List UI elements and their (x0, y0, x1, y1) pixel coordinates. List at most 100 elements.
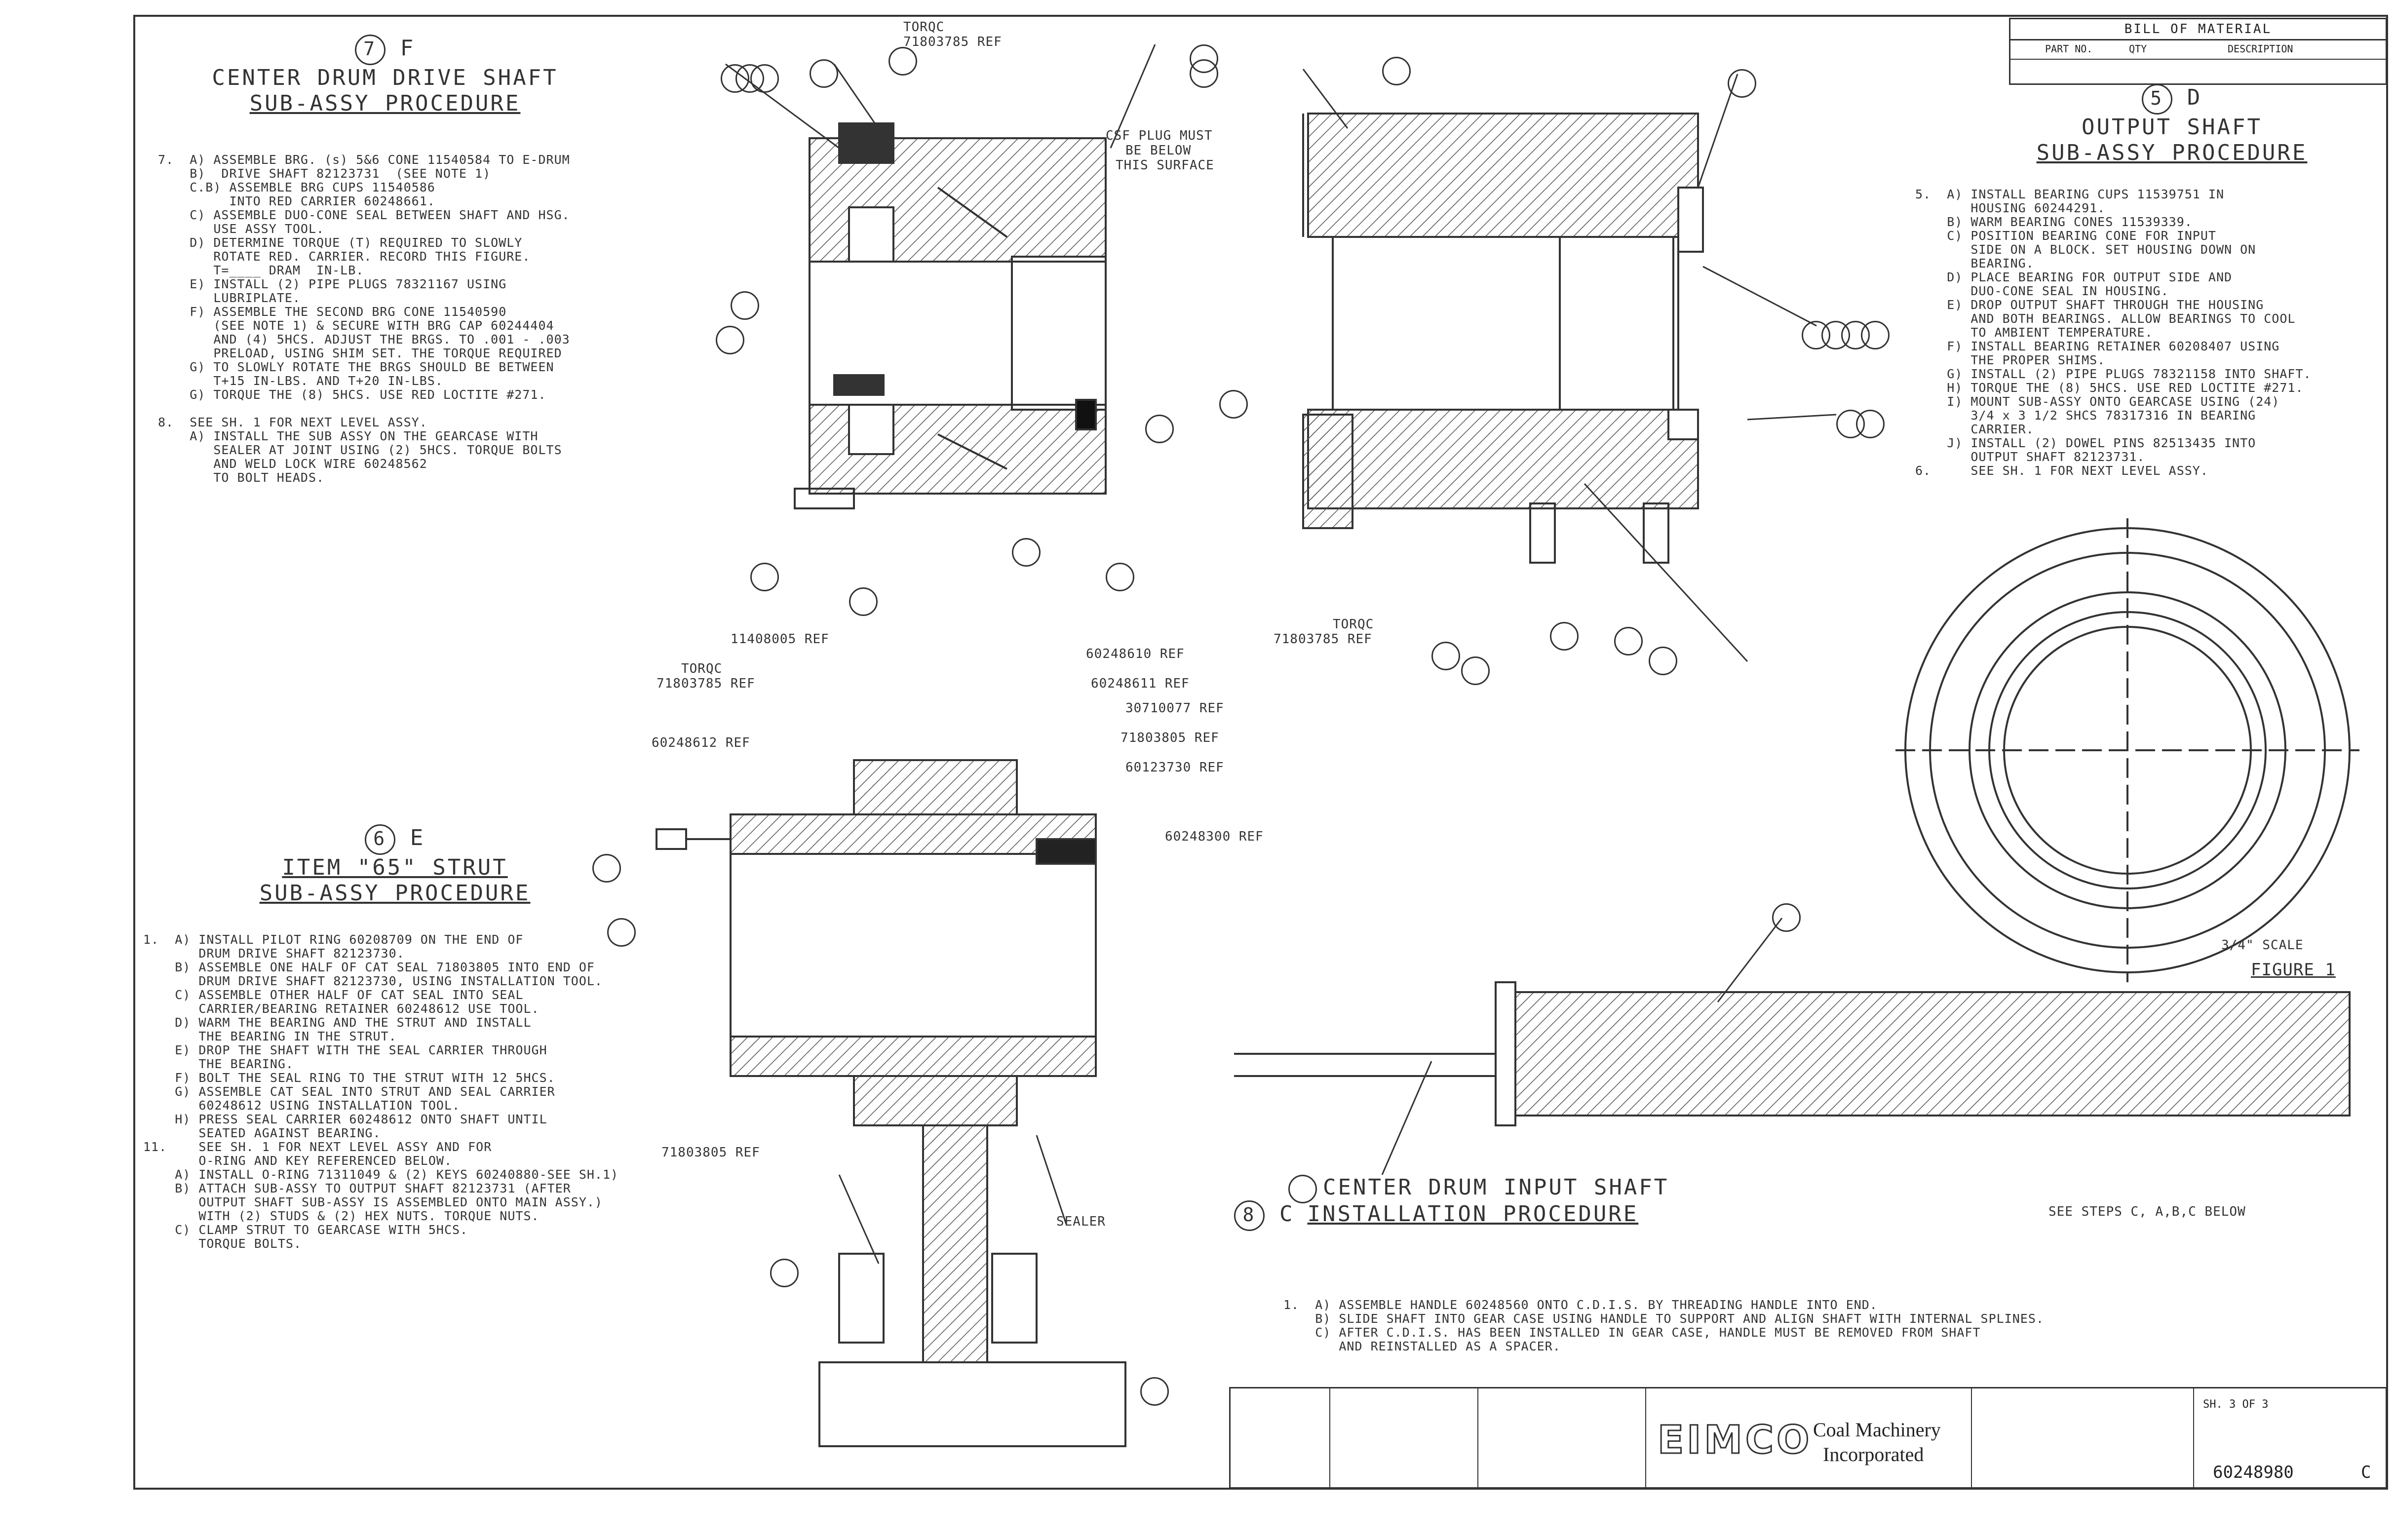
step-line: AND BOTH BEARINGS. ALLOW BEARINGS TO COO… (1915, 311, 2296, 326)
step-line: C) AFTER C.D.I.S. HAS BEEN INSTALLED IN … (1283, 1325, 1981, 1340)
callout-bubble (592, 854, 621, 883)
step-line: B) ASSEMBLE ONE HALF OF CAT SEAL 7180380… (143, 960, 595, 974)
section-c-see-steps: SEE STEPS C, A,B,C BELOW (2048, 1204, 2246, 1219)
callout-e-r7: 30710077 REF (1125, 701, 1224, 716)
callout-bubble (1461, 656, 1490, 685)
step-line: D) DETERMINE TORQUE (T) REQUIRED TO SLOW… (158, 235, 523, 250)
step-line: D) WARM THE BEARING AND THE STRUT AND IN… (143, 1015, 532, 1030)
sheet-number: SH. 3 OF 3 (2203, 1398, 2269, 1411)
step-line: B) SLIDE SHAFT INTO GEAR CASE USING HAND… (1283, 1311, 2044, 1326)
figure-scale: 3/4" SCALE (2221, 938, 2304, 953)
callout-e-r11: 71803805 REF (661, 1145, 760, 1160)
callout-e-r4: 60248610 REF (1086, 647, 1185, 661)
step-line: B) WARM BEARING CONES 11539339. (1915, 215, 2193, 229)
callout-bubble (1106, 563, 1134, 591)
step-line: CARRIER/BEARING RETAINER 60248612 USE TO… (143, 1001, 540, 1016)
section-f-circle: 7 (354, 35, 386, 65)
drawing-sheet (133, 15, 2388, 1490)
section-d-drawing (1302, 113, 1704, 564)
section-c-letter: C (1279, 1201, 1295, 1227)
callout-bubble (1288, 1175, 1317, 1203)
section-f-title-line1: CENTER DRUM DRIVE SHAFT (212, 65, 558, 90)
step-line: 8. SEE SH. 1 FOR NEXT LEVEL ASSY. (158, 415, 427, 429)
step-line: E) DROP OUTPUT SHAFT THROUGH THE HOUSING (1915, 298, 2264, 312)
step-line: O-RING AND KEY REFERENCED BELOW. (143, 1154, 452, 1168)
callout-f-torq-ref: 71803785 REF (903, 35, 1002, 49)
company-line1: Coal Machinery (1813, 1419, 1941, 1441)
bom-col-qty: QTY (2129, 43, 2147, 55)
callout-bubble (731, 291, 759, 320)
callout-bubble (1861, 321, 1890, 349)
section-e-circle: 6 (364, 824, 395, 855)
section-f-drawing (794, 122, 1107, 509)
bom-columns: PART NO. QTY DESCRIPTION (2010, 39, 2386, 60)
section-e-title-line1: ITEM "65" STRUT (282, 855, 508, 880)
step-line: C) POSITION BEARING CONE FOR INPUT (1915, 229, 2216, 243)
step-line: CARRIER. (1915, 422, 2034, 436)
section-c-steps: 1. A) ASSEMBLE HANDLE 60248560 ONTO C.D.… (1283, 1298, 2044, 1353)
step-line: TORQUE BOLTS. (143, 1236, 302, 1251)
bill-of-material-table: BILL OF MATERIAL PART NO. QTY DESCRIPTIO… (2009, 18, 2387, 85)
step-line: T=____ DRAM IN-LB. (158, 263, 364, 277)
callout-f-torq: TORQC (903, 20, 945, 35)
step-line: (SEE NOTE 1) & SECURE WITH BRG CAP 60244… (158, 318, 554, 333)
step-line: USE ASSY TOOL. (158, 222, 325, 236)
callout-bubble (1140, 1377, 1169, 1406)
callout-bubble (1431, 642, 1460, 670)
callout-bubble (1190, 59, 1218, 88)
callout-bubble (1614, 627, 1643, 655)
step-line: SEALER AT JOINT USING (2) 5HCS. TORQUE B… (158, 443, 562, 457)
bom-title: BILL OF MATERIAL (2010, 19, 2386, 40)
section-d-title-line2: SUB-ASSY PROCEDURE (2036, 140, 2308, 165)
step-line: B) ATTACH SUB-ASSY TO OUTPUT SHAFT 82123… (143, 1181, 571, 1195)
step-line: 3/4 x 3 1/2 SHCS 78317316 IN BEARING (1915, 408, 2256, 423)
callout-d-torq-ref: 71803785 REF (1274, 632, 1372, 647)
step-line: C) ASSEMBLE DUO-CONE SEAL BETWEEN SHAFT … (158, 208, 570, 222)
step-line: G) TO SLOWLY ROTATE THE BRGS SHOULD BE B… (158, 360, 554, 374)
step-line: G) TORQUE THE (8) 5HCS. USE RED LOCTITE … (158, 387, 546, 402)
step-line: AND WELD LOCK WIRE 60248562 (158, 457, 427, 471)
step-line: C.B) ASSEMBLE BRG CUPS 11540586 (158, 180, 435, 194)
step-line: DUO-CONE SEAL IN HOUSING. (1915, 284, 2169, 298)
section-c-title-line1: CENTER DRUM INPUT SHAFT (1323, 1175, 1669, 1200)
step-line: E) INSTALL (2) PIPE PLUGS 78321167 USING (158, 277, 507, 291)
section-d-title-line1: OUTPUT SHAFT (2082, 115, 2262, 140)
figure-label: FIGURE 1 (2251, 960, 2336, 980)
step-line: TO BOLT HEADS. (158, 470, 325, 485)
callout-bubble (607, 918, 636, 947)
step-line: I) MOUNT SUB-ASSY ONTO GEARCASE USING (2… (1915, 394, 2280, 409)
step-line: PRELOAD, USING SHIM SET. THE TORQUE REQU… (158, 346, 562, 360)
callout-bubble (849, 587, 878, 616)
callout-bubble (750, 563, 779, 591)
callout-e-r9: 60123730 REF (1125, 760, 1224, 775)
step-line: ROTATE RED. CARRIER. RECORD THIS FIGURE. (158, 249, 531, 264)
step-line: BEARING. (1915, 256, 2034, 270)
step-line: D) PLACE BEARING FOR OUTPUT SIDE AND (1915, 270, 2233, 284)
step-line: 60248612 USING INSTALLATION TOOL. (143, 1098, 461, 1113)
step-line: J) INSTALL (2) DOWEL PINS 82513435 INTO (1915, 436, 2256, 450)
step-line: WITH (2) STUDS & (2) HEX NUTS. TORQUE NU… (143, 1209, 540, 1223)
callout-f-plug-3: THIS SURFACE (1116, 158, 1214, 173)
callout-bubble (1649, 647, 1677, 675)
step-line: A) INSTALL THE SUB ASSY ON THE GEARCASE … (158, 429, 539, 443)
section-f-title-line2: SUB-ASSY PROCEDURE (249, 91, 521, 116)
step-line: G) ASSEMBLE CAT SEAL INTO STRUT AND SEAL… (143, 1084, 555, 1099)
section-c-title-line2: INSTALLATION PROCEDURE (1307, 1201, 1639, 1227)
step-line: HOUSING 60244291. (1915, 201, 2106, 215)
figure-1-ring (1895, 518, 2359, 982)
callout-bubble (888, 47, 917, 76)
step-line: AND (4) 5HCS. ADJUST THE BRGS. TO .001 -… (158, 332, 570, 346)
callout-e-r8: 71803805 REF (1120, 731, 1219, 745)
step-line: C) ASSEMBLE OTHER HALF OF CAT SEAL INTO … (143, 988, 524, 1002)
section-e-steps: 1. A) INSTALL PILOT RING 60208709 ON THE… (143, 933, 618, 1251)
bom-col-desc: DESCRIPTION (2228, 43, 2293, 55)
step-line: B) DRIVE SHAFT 82123731 (SEE NOTE 1) (158, 166, 491, 181)
callout-e-r3: 71803785 REF (657, 676, 755, 691)
step-line: SEATED AGAINST BEARING. (143, 1126, 381, 1140)
step-line: SIDE ON A BLOCK. SET HOUSING DOWN ON (1915, 242, 2256, 257)
bom-col-part: PART NO. (2045, 43, 2093, 55)
